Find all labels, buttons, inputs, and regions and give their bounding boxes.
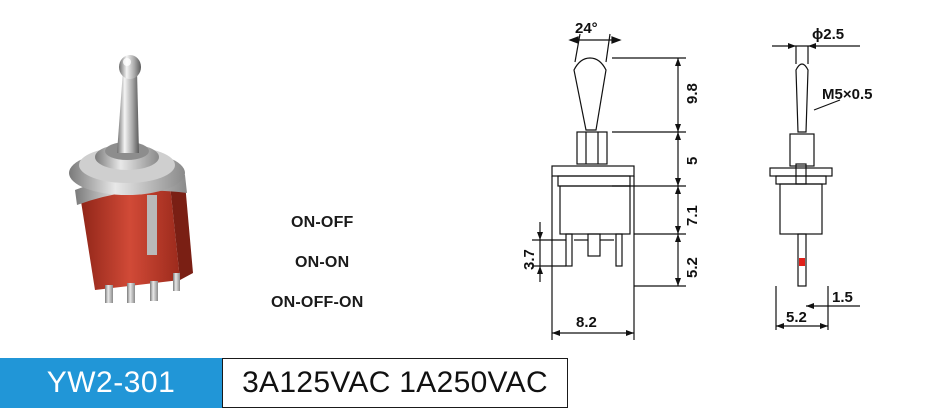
terminal-offset-label: 3.7	[521, 249, 538, 270]
mode-on-on: ON-ON	[295, 254, 350, 271]
angle-label: 24°	[575, 20, 598, 37]
terminal-thickness-label: 1.5	[832, 289, 853, 306]
body-height-label: 7.1	[684, 205, 701, 226]
side-width-label: 5.2	[786, 309, 807, 326]
mode-on-off: ON-OFF	[291, 214, 354, 231]
electrical-rating: 3A125VAC 1A250VAC	[222, 358, 568, 408]
mode-on-off-on: ON-OFF-ON	[271, 294, 364, 311]
thread-label: M5×0.5	[822, 86, 872, 103]
lever-diameter-label: ϕ2.5	[812, 26, 844, 43]
terminal-length-label: 5.2	[684, 257, 701, 278]
toggle-switch-photo	[69, 55, 193, 303]
model-number: YW2-301	[0, 358, 222, 408]
lever-length-label: 9.8	[684, 83, 701, 104]
body-width-label: 8.2	[576, 314, 597, 331]
bushing-label: 5	[684, 157, 701, 165]
